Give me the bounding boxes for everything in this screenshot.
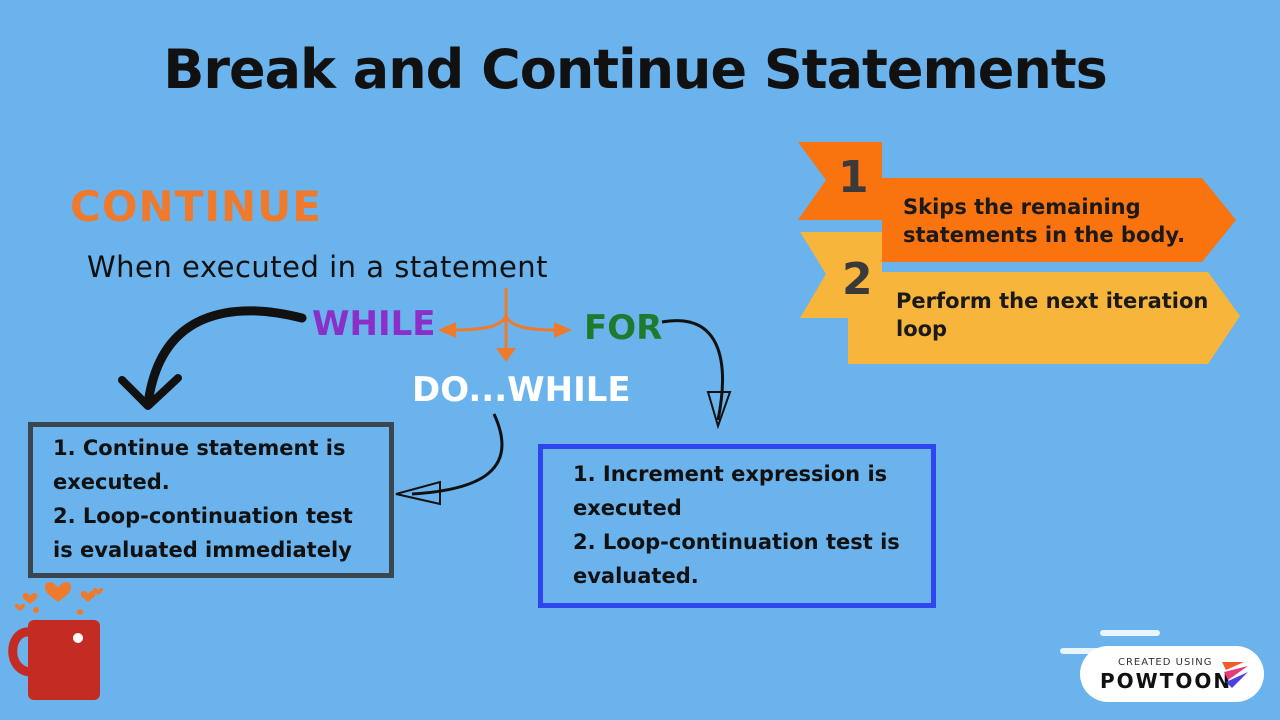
watermark-brand: POWTOON (1100, 669, 1233, 693)
left-explanation-box: 1. Continue statement is executed. 2. Lo… (28, 422, 394, 578)
right-box-line: 1. Increment expression is (573, 462, 888, 486)
orange-arrows-icon (445, 288, 561, 350)
right-box-line: evaluated. (573, 564, 699, 588)
keyword-do-while: DO...WHILE (412, 370, 631, 410)
powtoon-logo-icon (1222, 662, 1248, 688)
heart-icon (45, 581, 71, 602)
curved-arrow-icon (661, 319, 732, 430)
heart-icon (14, 603, 26, 611)
left-box-line: executed. (53, 470, 170, 494)
ribbon-2-shape (800, 232, 1240, 364)
coffee-mug-icon (8, 581, 104, 700)
continue-heading: CONTINUE (70, 182, 322, 231)
keyword-for: FOR (584, 308, 663, 348)
ribbon-2-line: loop (896, 317, 948, 341)
right-explanation-box: 1. Increment expression is executed 2. L… (538, 444, 936, 608)
right-box-line: 2. Loop-continuation test is (573, 530, 900, 554)
ribbon-1-line: statements in the body. (903, 223, 1186, 247)
ribbon-2-line: Perform the next iteration (896, 289, 1209, 313)
ribbon-banners (798, 142, 1240, 364)
watermark-created-using: CREATED USING (1118, 657, 1213, 668)
ribbon-1-number: 1 (838, 152, 869, 203)
ribbon-1-line: Skips the remaining (903, 195, 1141, 219)
heart-icon (92, 587, 104, 595)
right-box-line: executed (573, 496, 682, 520)
heart-icon (80, 590, 96, 602)
heart-icon (22, 592, 38, 604)
ribbon-2-text: Perform the next iteration loop (896, 287, 1208, 343)
curved-arrow-icon (395, 413, 504, 506)
page-title: Break and Continue Statements (163, 38, 1108, 101)
keyword-while: WHILE (312, 304, 436, 344)
ribbon-2-number: 2 (842, 254, 873, 305)
curved-arrow-icon (118, 306, 307, 410)
ribbon-1-text: Skips the remaining statements in the bo… (903, 193, 1185, 249)
description-text: When executed in a statement (87, 250, 549, 284)
left-box-line: 2. Loop-continuation test (53, 504, 353, 528)
left-box-line: is evaluated immediately (53, 538, 352, 562)
left-box-line: 1. Continue statement is (53, 436, 346, 460)
ribbon-1-shape (798, 142, 1236, 262)
